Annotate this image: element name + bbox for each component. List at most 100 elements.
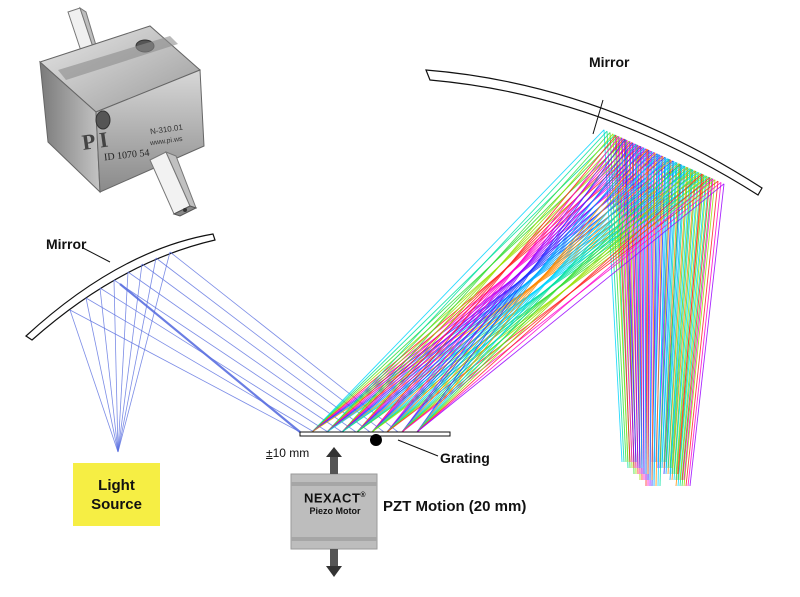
focused-ray — [671, 170, 696, 481]
source-ray — [99, 287, 119, 453]
focused-ray — [659, 159, 670, 487]
focused-ray — [669, 168, 691, 475]
focused-ray — [615, 135, 631, 463]
dispersed-ray — [341, 151, 655, 433]
dispersed-ray — [356, 138, 625, 433]
photo-overlay: PI N-310.01 www.pi.ws ID 1070 54 — [0, 0, 212, 223]
focused-ray — [679, 176, 708, 481]
focused-ray — [685, 181, 719, 487]
dispersed-ray — [371, 159, 672, 433]
dispersed-ray — [401, 137, 623, 433]
dispersed-ray — [356, 158, 669, 433]
dispersed-ray — [341, 147, 644, 433]
focused-ray — [618, 136, 633, 463]
photo-model-number: N-310.01 — [149, 122, 184, 137]
source-ray — [117, 271, 129, 453]
focused-ray — [675, 172, 700, 475]
plus-minus-sign: ± — [266, 446, 273, 460]
arrow-up-icon — [326, 447, 342, 474]
motor-badge: NEXACT® Piezo Motor — [296, 488, 374, 522]
focused-ray — [635, 144, 643, 469]
focused-ray — [657, 157, 667, 487]
focused-ray — [679, 177, 710, 487]
collimated-ray — [85, 297, 315, 433]
dispersed-ray — [416, 168, 692, 433]
focused-ray — [661, 161, 675, 463]
focused-ray — [669, 167, 689, 469]
dispersed-ray — [386, 146, 642, 433]
collimated-ray — [141, 263, 371, 433]
focused-ray — [651, 152, 656, 481]
dispersed-ray — [386, 141, 631, 433]
dispersed-ray — [371, 154, 661, 433]
dispersed-ray — [401, 157, 667, 433]
dispersed-ray — [416, 173, 703, 433]
collimated-ray — [113, 279, 343, 433]
source-ray — [117, 257, 157, 453]
dispersed-ray — [311, 139, 627, 433]
dispersed-ray — [326, 135, 619, 433]
dispersed-ray — [401, 142, 634, 433]
focused-ray — [624, 139, 637, 463]
focused-ray — [661, 162, 677, 469]
focused-ray — [675, 173, 702, 481]
focused-ray — [621, 137, 635, 463]
dispersed-ray — [416, 143, 637, 433]
grating-leader-line — [397, 439, 439, 457]
dispersed-ray — [416, 183, 725, 433]
dispersed-ray — [401, 167, 689, 433]
focused-ray — [671, 169, 694, 475]
dispersed-ray — [311, 134, 616, 433]
source-ray — [113, 279, 119, 453]
pivot-dot-icon — [370, 434, 382, 446]
dispersed-ray — [416, 163, 681, 433]
range-value: 10 mm — [272, 446, 310, 460]
dispersed-ray — [356, 153, 658, 433]
collimated-ray — [119, 283, 301, 433]
dispersed-ray — [311, 144, 638, 433]
focused-ray — [677, 173, 703, 475]
focused-ray — [663, 162, 678, 463]
light-source-line2: Source — [91, 495, 142, 513]
focused-ray — [677, 174, 705, 481]
mirror-left-label: Mirror — [46, 236, 87, 252]
dispersed-ray — [356, 148, 647, 433]
focused-ray — [677, 175, 707, 487]
collimated-ray — [69, 309, 301, 433]
grating-label: Grating — [440, 450, 490, 466]
dispersed-ray — [311, 149, 649, 433]
focused-ray — [683, 179, 716, 487]
motor-brand: NEXACT® — [296, 488, 374, 505]
source-ray — [117, 251, 171, 453]
right-mirror — [425, 69, 763, 196]
dispersed-ray — [326, 140, 630, 433]
dispersed-ray — [371, 139, 628, 433]
focused-ray — [653, 154, 659, 481]
focused-ray — [687, 182, 722, 487]
focused-ray — [646, 149, 649, 475]
dispersed-ray — [326, 130, 608, 433]
dispersed-ray — [386, 165, 686, 433]
dispersed-ray — [401, 172, 700, 433]
focused-ray — [665, 165, 685, 475]
focused-ray — [689, 183, 725, 487]
focused-ray — [643, 147, 647, 475]
dispersed-ray — [386, 136, 620, 433]
piezo-motor-block — [290, 447, 378, 577]
left-mirror-leader-line — [82, 247, 111, 263]
focused-ray — [665, 163, 681, 463]
left-mirror — [25, 233, 216, 341]
pzt-motion-label: PZT Motion (20 mm) — [383, 498, 527, 515]
dispersed-ray — [356, 143, 636, 433]
dispersed-ray — [371, 134, 617, 433]
dispersed-ray — [371, 144, 639, 433]
arrow-down-icon — [326, 549, 342, 577]
photo-website: www.pi.ws — [149, 135, 184, 148]
dispersed-ray — [386, 156, 664, 433]
dispersed-ray — [386, 160, 675, 433]
dispersed-ray — [416, 153, 659, 433]
focused-ray — [640, 146, 645, 475]
dispersed-ray — [386, 151, 653, 433]
source-ray — [69, 309, 119, 453]
dispersed-ray — [371, 149, 650, 433]
